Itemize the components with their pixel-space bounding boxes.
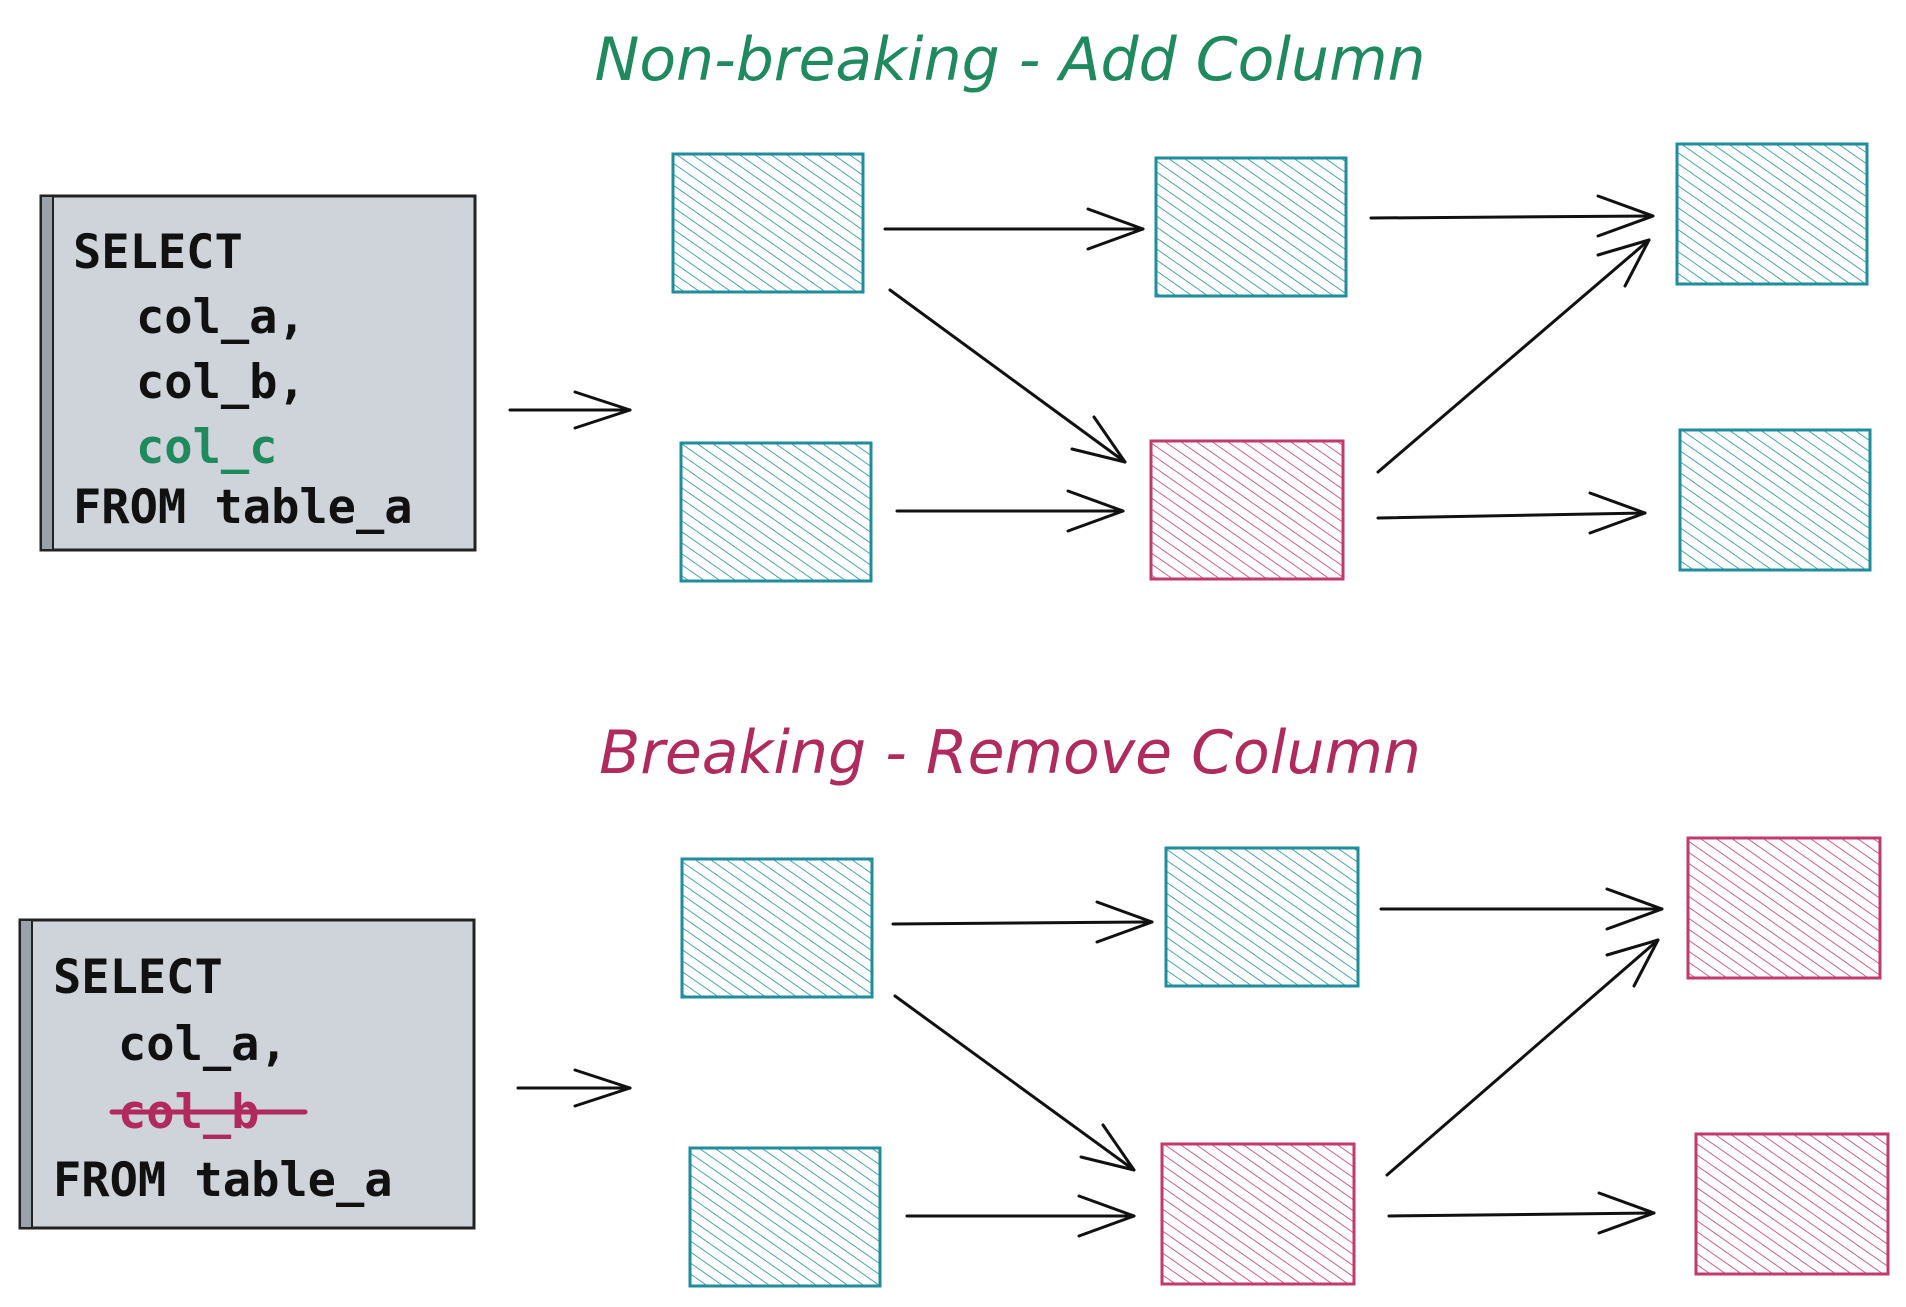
panel-breaking: Breaking - Remove Column SELECT col_a, c… [18,718,1890,1288]
query-input-arrow [516,1068,632,1108]
node-n1 [671,152,865,294]
sql-line-col-a: col_a, [118,1017,288,1072]
sql-line-select: SELECT [73,225,243,280]
panel-title: Non-breaking - Add Column [594,25,1425,95]
sql-line-col-b: col_b, [136,355,306,410]
sql-box-edge [19,919,33,1229]
sql-box-background [39,194,477,552]
edge-n1-n3 [891,900,1154,944]
sql-query-box: SELECT col_a, col_b FROM table_a [18,918,476,1230]
sql-line-from: FROM table_a [73,480,413,535]
node-n2 [679,441,873,583]
sql-box-edge [40,195,54,551]
sql-line-select: SELECT [53,950,223,1005]
edge-n3-n5 [1369,194,1655,238]
edge-n4-n5 [1385,938,1660,1177]
edge-n4-n6 [1387,1191,1656,1235]
sql-line-from: FROM table_a [53,1153,393,1208]
edge-n1-n4 [893,994,1136,1172]
node-n4 [1160,1142,1356,1286]
edge-n1-n3 [883,207,1145,251]
node-n3 [1164,846,1360,988]
node-n6 [1694,1132,1890,1276]
node-n2 [688,1146,882,1288]
sql-query-box: SELECT col_a, col_b, col_c FROM table_a [39,194,477,552]
edge-n3-n5 [1379,887,1664,931]
edge-n2-n4 [895,489,1125,533]
node-n4 [1149,439,1345,581]
node-n5 [1675,142,1869,286]
node-n6 [1678,428,1872,572]
panel-title: Breaking - Remove Column [599,718,1421,788]
edge-n2-n4 [905,1194,1136,1238]
node-n5 [1686,836,1882,980]
edge-n4-n6 [1376,491,1647,535]
node-n3 [1154,156,1348,298]
sql-line-col-a: col_a, [136,290,306,345]
node-n1 [680,857,874,999]
edge-n4-n5 [1376,238,1651,474]
sql-box-background [18,918,476,1230]
edge-n1-n4 [888,288,1127,464]
query-input-arrow [508,390,632,430]
sql-line-col-c-added: col_c [136,420,277,475]
panel-non-breaking: Non-breaking - Add Column SELECT col_a, … [39,25,1872,583]
